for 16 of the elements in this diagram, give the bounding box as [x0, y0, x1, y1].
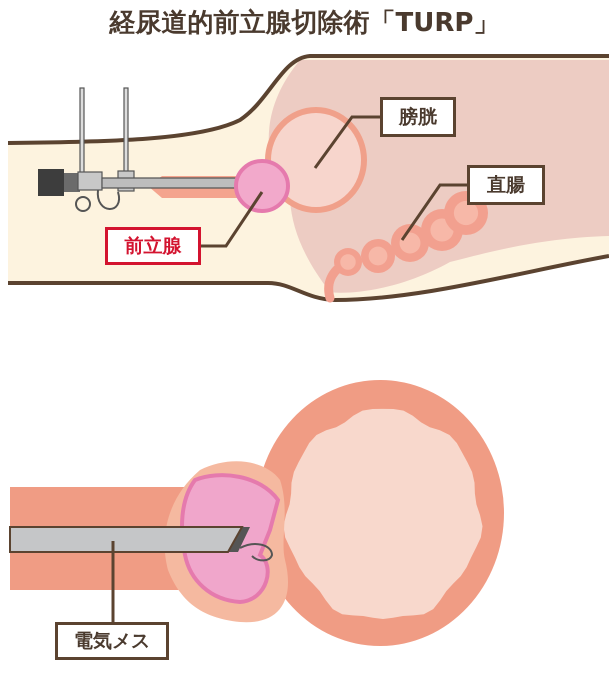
bladder-shape	[265, 107, 367, 213]
leader-line	[314, 116, 380, 169]
label-text: 膀胱	[399, 108, 437, 126]
leader-line	[201, 191, 264, 248]
title: 経尿道的前立腺切除術「TURP」	[108, 7, 500, 40]
label-text: 前立腺	[124, 236, 182, 256]
label-text: 直腸	[487, 176, 525, 194]
label-box	[105, 227, 201, 265]
rectum-shape	[324, 191, 488, 302]
leader-line	[400, 184, 467, 241]
scalpel-shaft	[9, 526, 244, 553]
label-text: 電気メス	[74, 632, 150, 650]
leader-line	[112, 541, 114, 622]
label-box	[467, 165, 545, 205]
label-box	[380, 97, 456, 137]
label-box	[55, 622, 169, 660]
